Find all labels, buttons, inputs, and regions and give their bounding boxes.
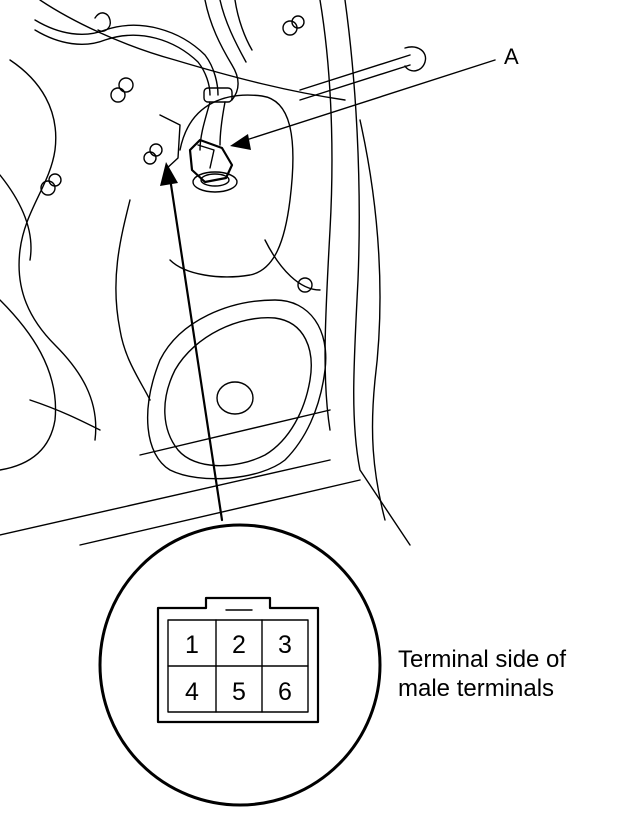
connector-housing	[156, 596, 320, 724]
magnifier-circle	[98, 523, 382, 807]
pin-6: 6	[278, 678, 292, 706]
pin-2: 2	[232, 631, 246, 659]
terminal-note: Terminal side of male terminals	[398, 646, 566, 702]
callout-a-arrowhead	[230, 134, 251, 150]
pointer-arrow	[160, 162, 224, 522]
pin-4: 4	[185, 678, 199, 706]
pin-3: 3	[278, 631, 292, 659]
note-line-2: male terminals	[398, 675, 554, 702]
connector-a	[188, 138, 238, 193]
pin-5: 5	[232, 678, 246, 706]
speaker	[146, 299, 327, 480]
callout-a: A	[230, 44, 519, 150]
latch-rod	[299, 46, 427, 101]
note-line-1: Terminal side of	[398, 646, 566, 673]
pin-1: 1	[185, 631, 199, 659]
door-panel	[0, 0, 411, 546]
callout-a-label: A	[504, 44, 519, 69]
wire-harness	[34, 0, 253, 151]
magnified-view: 1 2 3 4 5 6	[98, 523, 382, 807]
pointer-arrowhead	[160, 162, 178, 186]
connector-bracket	[159, 94, 294, 278]
mounting-bosses	[40, 15, 313, 293]
